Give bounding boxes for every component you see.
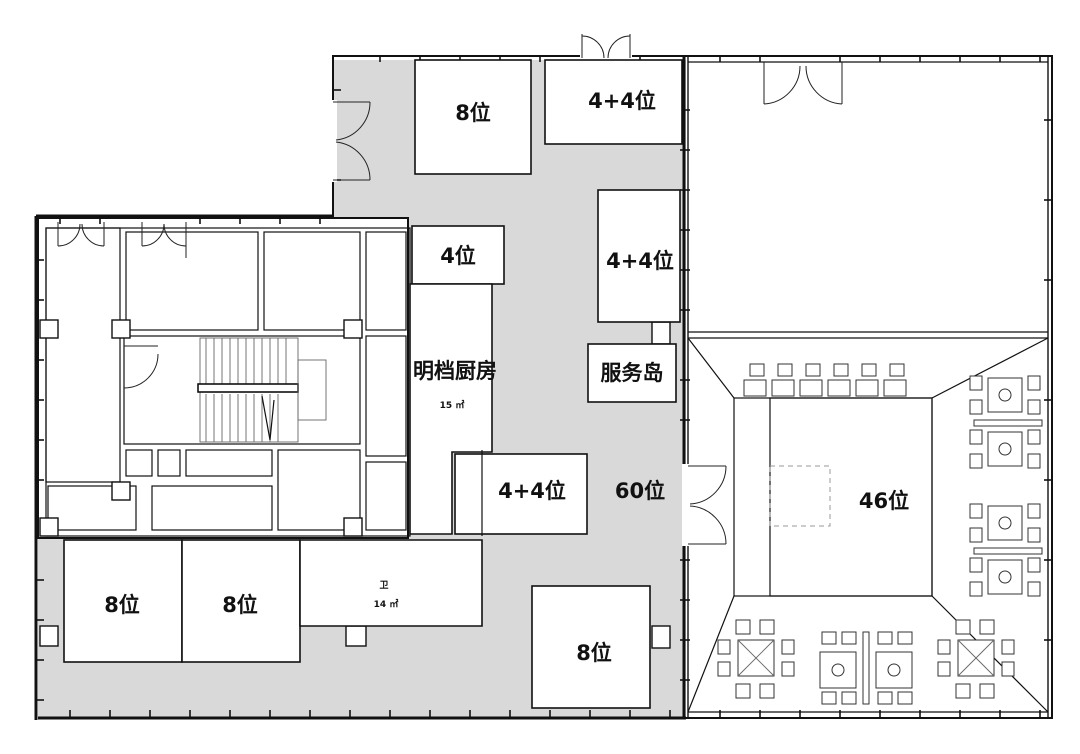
hall-46-right-booths [969, 375, 1043, 597]
open-kitchen: 明档厨房 15 ㎡ [409, 283, 497, 535]
service-island: 服务岛 [587, 343, 677, 403]
svg-text:46位: 46位 [859, 489, 909, 513]
svg-text:4+4位: 4+4位 [588, 89, 656, 113]
svg-text:8位: 8位 [222, 593, 258, 617]
svg-text:4+4位: 4+4位 [498, 479, 566, 503]
hall-46-top-seats [743, 363, 907, 397]
svg-text:4位: 4位 [440, 244, 476, 268]
doors [57, 34, 843, 546]
room-private-8-bottom: 8位 [531, 585, 651, 709]
booth-44-top: 4+4位 [544, 59, 683, 145]
columns [39, 321, 671, 649]
hall-46-bottom-tables [717, 619, 1015, 705]
svg-text:8位: 8位 [104, 593, 140, 617]
service-block [37, 217, 411, 539]
svg-text:8位: 8位 [576, 641, 612, 665]
hall-60: 60位 [615, 479, 665, 503]
room-private-8-top: 8位 [414, 59, 532, 175]
svg-text:8位: 8位 [455, 101, 491, 125]
svg-text:明档厨房: 明档厨房 [413, 359, 497, 383]
svg-text:卫: 卫 [379, 580, 388, 591]
svg-text:14 ㎡: 14 ㎡ [374, 598, 399, 610]
staircase [197, 337, 327, 443]
restroom: 卫 14 ㎡ [299, 450, 483, 627]
booth-44-right: 4+4位 [597, 189, 681, 323]
svg-text:60位: 60位 [615, 479, 665, 503]
svg-text:服务岛: 服务岛 [601, 361, 664, 385]
room-private-8-mid: 8位 [181, 539, 301, 663]
wall-ticks [36, 56, 1052, 718]
booth-44-center: 4+4位 [454, 453, 588, 535]
exterior-walls [34, 55, 1053, 720]
table-4: 4位 [411, 225, 505, 285]
svg-text:4+4位: 4+4位 [606, 249, 674, 273]
room-private-8-left: 8位 [63, 539, 183, 663]
svg-text:15 ㎡: 15 ㎡ [440, 399, 465, 411]
